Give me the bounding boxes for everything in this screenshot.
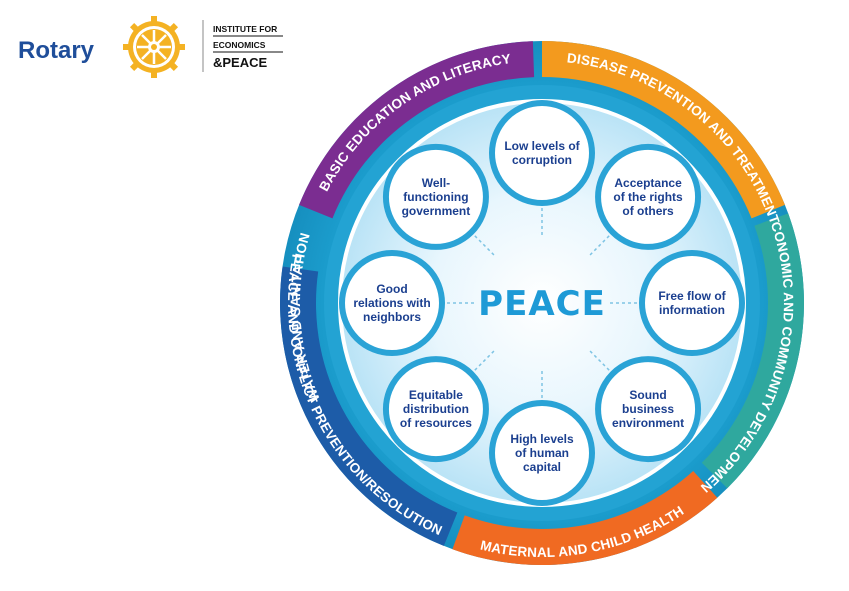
pillar-circle [339,250,445,356]
ring-segment-band [542,41,785,219]
spoke-lines [442,203,642,403]
pillar-circle [382,143,489,250]
rotary-wordmark: Rotary [18,37,95,64]
logo-header: Rotary INS [18,16,283,78]
pillar-circle [595,143,702,250]
spoke-line [470,231,495,256]
spoke-line [589,350,614,375]
iep-line-1: INSTITUTE FOR [213,24,277,34]
pillar-circle [595,356,702,463]
rotary-wheel-icon [123,16,185,78]
iep-line-3: &PEACE [213,55,268,70]
ring-segment-band [701,213,804,489]
pillar-circle [489,400,595,506]
spoke-line [470,350,495,375]
ring-segment-band [452,470,718,565]
peace-center-label: PEACE [478,284,606,324]
pillar-circle [382,356,489,463]
spoke-line [589,231,614,256]
pillar-circle [489,100,595,206]
iep-line-2: ECONOMICS [213,40,266,50]
ring-segment-band [280,266,458,546]
ring-segment-band [299,41,535,219]
pillar-circle [639,250,745,356]
